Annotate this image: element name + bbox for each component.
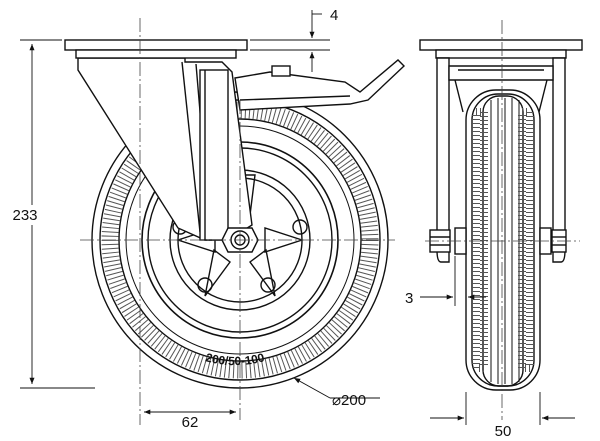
dimension-hub-gap [420,256,486,306]
side-top-plate [64,39,248,59]
bolt-hole [197,277,213,293]
brake-lever [234,59,406,111]
dimension-offset-label: 62 [182,414,199,431]
front-top-plate [419,39,583,59]
bolt-hole [260,277,276,293]
front-view [419,39,583,391]
dim-label-bg [2,205,48,225]
front-tread-hatching [472,108,488,372]
dimension-plate-thickness [250,10,330,72]
dimension-hub-gap-label: 3 [405,290,413,307]
front-fork [436,57,566,263]
front-centerlines [425,20,580,420]
dimension-total-height-label: 233 [12,207,37,224]
dimension-wheel-diameter-label: ⌀200 [332,392,366,409]
side-view: 200/50-100 [64,39,406,389]
tire-marking: 200/50-100 [204,350,266,368]
dimension-plate-thickness-label: 4 [330,7,338,24]
side-centerlines [80,18,395,425]
side-fork [77,57,253,241]
bolt-hole [292,219,308,235]
dimension-wheel-width-label: 50 [495,423,512,440]
dimension-wheel-width [430,392,575,425]
dimension-wheel-diameter [293,377,380,399]
front-wheel [465,89,541,391]
